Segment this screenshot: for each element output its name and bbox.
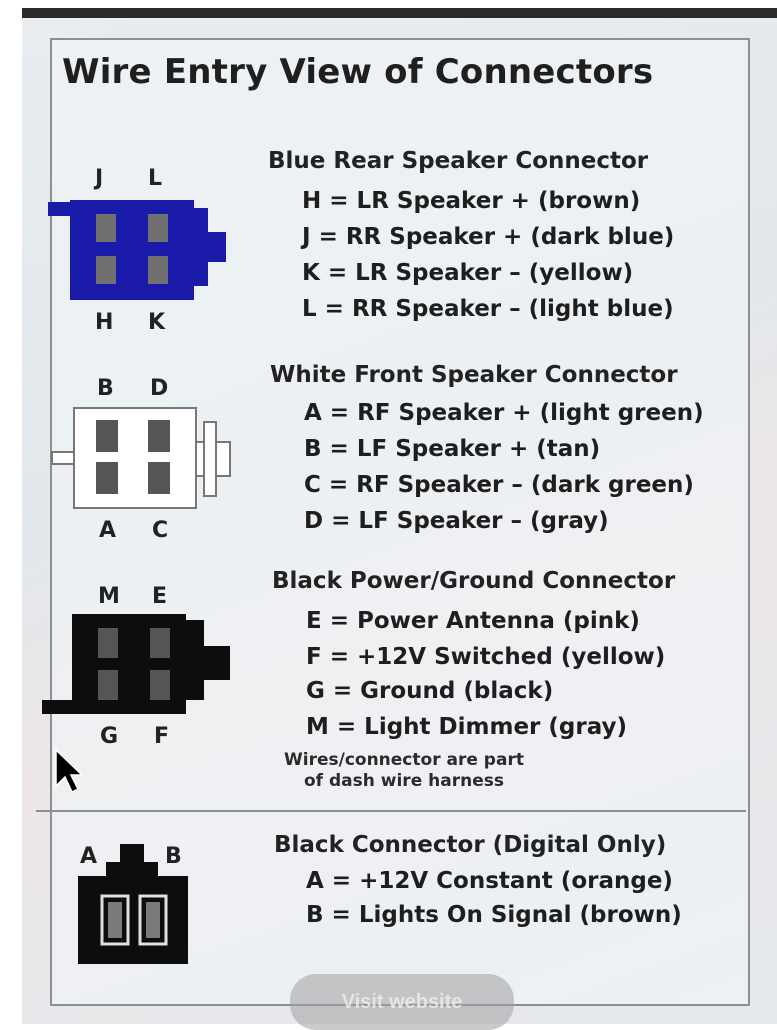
- white-connector-pin-d: D = LF Speaker – (gray): [304, 508, 609, 534]
- pin-label-a: A: [99, 518, 117, 543]
- blue-connector-icon: [48, 200, 226, 300]
- harness-note-line-2: of dash wire harness: [304, 771, 504, 791]
- black-digital-connector-heading: Black Connector (Digital Only): [274, 832, 667, 858]
- white-connector-pin-a: A = RF Speaker + (light green): [304, 400, 704, 426]
- pin-label-digital-a: A: [80, 844, 98, 869]
- section-divider: [36, 810, 746, 812]
- blue-connector-heading: Blue Rear Speaker Connector: [268, 148, 649, 174]
- black-power-connector-pin-m: M = Light Dimmer (gray): [306, 714, 628, 740]
- pin-label-j: J: [95, 166, 104, 191]
- white-connector-heading: White Front Speaker Connector: [270, 362, 678, 388]
- pin-label-digital-b: B: [165, 844, 182, 869]
- white-connector-icon: [51, 407, 231, 509]
- pin-label-l: L: [148, 166, 163, 191]
- pin-label-m: M: [98, 584, 120, 609]
- harness-note-line-1: Wires/connector are part: [284, 750, 524, 770]
- pin-label-e: E: [152, 584, 168, 609]
- white-connector-pin-c: C = RF Speaker – (dark green): [304, 472, 694, 498]
- blue-connector-pin-j: J = RR Speaker + (dark blue): [302, 224, 675, 250]
- black-power-connector-icon: [42, 614, 230, 714]
- pin-label-c: C: [152, 518, 169, 543]
- blue-connector-pin-h: H = LR Speaker + (brown): [302, 188, 641, 214]
- blue-connector-pin-l: L = RR Speaker – (light blue): [302, 296, 674, 322]
- black-power-connector-pin-f: F = +12V Switched (yellow): [306, 644, 666, 670]
- pin-label-d: D: [150, 376, 169, 401]
- black-power-connector-pin-e: E = Power Antenna (pink): [306, 608, 640, 634]
- pin-label-b: B: [97, 376, 114, 401]
- black-digital-connector-icon: [78, 844, 188, 964]
- blue-connector-pin-k: K = LR Speaker – (yellow): [302, 260, 634, 286]
- white-connector-pin-b: B = LF Speaker + (tan): [304, 436, 601, 462]
- pin-label-f: F: [154, 724, 170, 749]
- visit-website-button[interactable]: Visit website: [290, 974, 514, 1030]
- pin-label-g: G: [100, 724, 119, 749]
- black-digital-connector-pin-a: A = +12V Constant (orange): [306, 868, 673, 894]
- pin-label-h: H: [95, 310, 114, 335]
- black-digital-connector-pin-b: B = Lights On Signal (brown): [306, 902, 682, 928]
- pin-label-k: K: [148, 310, 166, 335]
- mouse-cursor-icon: [55, 748, 84, 794]
- diagram-panel: [50, 38, 750, 1006]
- black-power-connector-pin-g: G = Ground (black): [306, 678, 554, 704]
- black-power-connector-heading: Black Power/Ground Connector: [272, 568, 676, 594]
- diagram-title: Wire Entry View of Connectors: [62, 52, 654, 92]
